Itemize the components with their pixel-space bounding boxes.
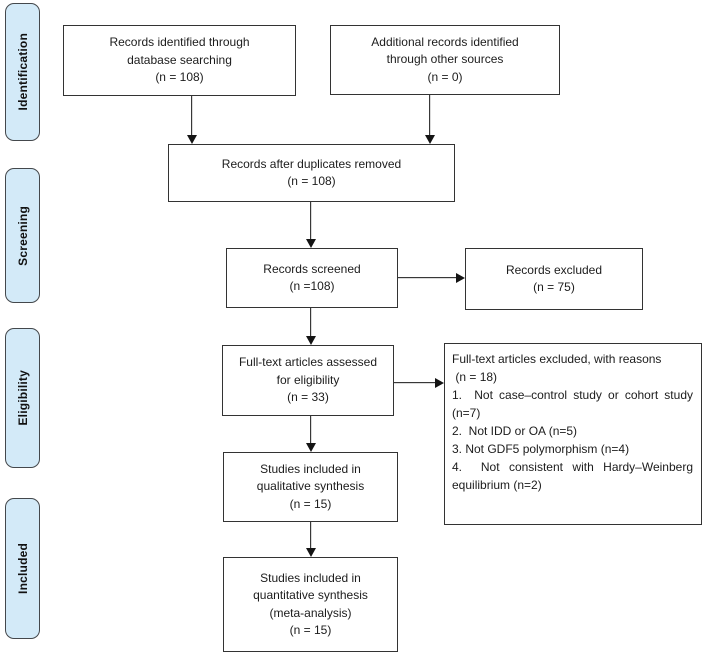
stage-screening-label: Screening <box>15 205 30 266</box>
box-records-identified-count: (n = 108) <box>155 70 204 85</box>
stage-eligibility: Eligibility <box>5 328 40 468</box>
arrow-fulltext-to-excluded <box>394 377 444 388</box>
stage-eligibility-label: Eligibility <box>15 370 30 426</box>
arrow-identified-to-dedup <box>186 96 197 144</box>
box-duplicates-removed: Records after duplicates removed (n = 10… <box>168 144 455 202</box>
box-duplicates-removed-count: (n = 108) <box>287 174 336 188</box>
arrow-additional-to-dedup <box>424 95 435 144</box>
box-records-identified-line: Records identified through <box>109 35 250 50</box>
box-fulltext-excluded-count: (n = 18) <box>452 370 498 384</box>
arrow-fulltext-to-qualitative <box>305 416 316 452</box>
box-fulltext-excluded-title: Full-text articles excluded, with reason… <box>452 352 662 366</box>
box-additional-records-line: through other sources <box>386 52 504 67</box>
box-quantitative-synthesis-line: Studies included in <box>260 570 361 585</box>
box-fulltext-assessed-line: for eligibility <box>276 372 340 387</box>
box-fulltext-assessed-count: (n = 33) <box>287 390 329 405</box>
exclusion-reason-1: 1. Not case–control study or cohort stud… <box>452 388 697 420</box>
box-records-excluded: Records excluded (n = 75) <box>465 248 643 310</box>
exclusion-reason-2: 2. Not IDD or OA (n=5) <box>452 424 578 438</box>
stage-included: Included <box>5 498 40 639</box>
box-quantitative-synthesis-count: (n = 15) <box>289 622 332 637</box>
box-records-identified-line: database searching <box>127 52 232 67</box>
stage-screening: Screening <box>5 168 40 303</box>
box-additional-records-line: Additional records identified <box>371 34 519 49</box>
box-quantitative-synthesis: Studies included in quantitative synthes… <box>223 557 398 652</box>
box-records-excluded-count: (n = 75) <box>533 280 575 294</box>
arrow-screened-to-excluded <box>398 272 465 283</box>
stage-included-label: Included <box>15 543 30 594</box>
box-additional-records-count: (n = 0) <box>427 69 463 84</box>
stage-identification: Identification <box>5 3 40 141</box>
box-qualitative-synthesis-count: (n = 15) <box>289 496 332 511</box>
box-records-screened-count: (n =108) <box>289 279 335 293</box>
box-qualitative-synthesis-line: qualitative synthesis <box>256 479 365 494</box>
box-records-excluded-line: Records excluded <box>505 262 603 277</box>
box-fulltext-assessed-line: Full-text articles assessed <box>238 355 378 370</box>
exclusion-reason-3: 3. Not GDF5 polymorphism (n=4) <box>452 442 630 456</box>
stage-identification-label: Identification <box>15 33 30 111</box>
arrow-dedup-to-screened <box>305 202 316 248</box>
box-quantitative-synthesis-line: quantitative synthesis <box>253 588 368 603</box>
box-records-screened: Records screened (n =108) <box>226 248 398 308</box>
box-quantitative-synthesis-line: (meta-analysis) <box>269 605 352 620</box>
arrow-qualitative-to-quantitative <box>305 522 316 557</box>
box-records-identified: Records identified through database sear… <box>63 25 296 96</box>
box-duplicates-removed-line: Records after duplicates removed <box>221 156 402 171</box>
box-additional-records: Additional records identified through ot… <box>330 25 560 95</box>
arrow-screened-to-fulltext <box>305 308 316 345</box>
box-fulltext-assessed: Full-text articles assessed for eligibil… <box>222 345 394 416</box>
box-qualitative-synthesis-line: Studies included in <box>260 461 361 476</box>
exclusion-reason-4: 4. Not consistent with Hardy–Weinberg eq… <box>452 460 697 492</box>
box-records-screened-line: Records screened <box>263 261 361 276</box>
box-qualitative-synthesis: Studies included in qualitative synthesi… <box>223 452 398 522</box>
box-fulltext-excluded: Full-text articles excluded, with reason… <box>444 343 702 525</box>
